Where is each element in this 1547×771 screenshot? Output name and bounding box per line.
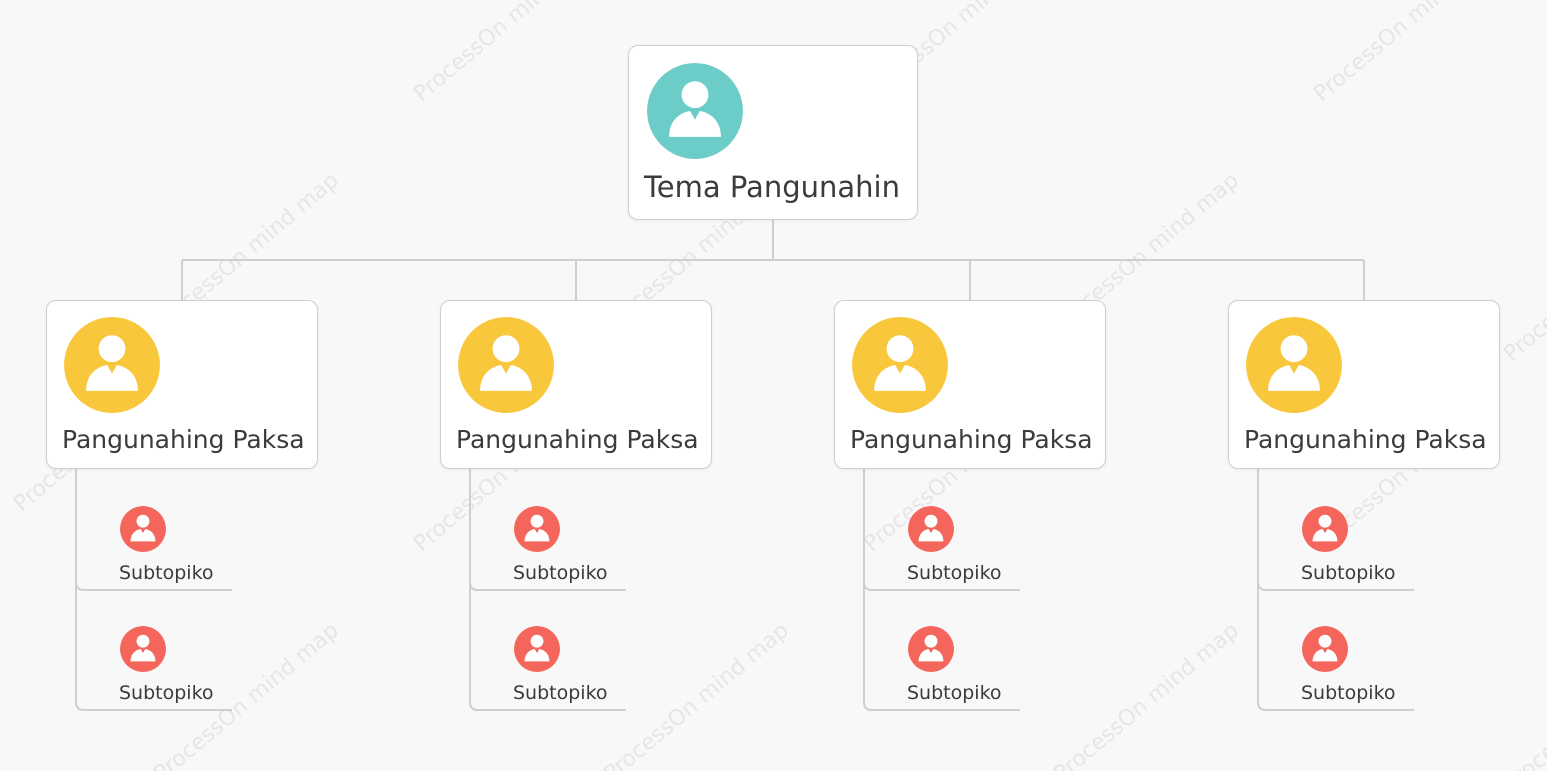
user-icon xyxy=(908,626,954,672)
user-icon xyxy=(120,506,166,552)
subtopic-label: Subtopiko xyxy=(907,562,1002,584)
subtopic-label: Subtopiko xyxy=(119,562,214,584)
user-icon xyxy=(647,63,743,159)
subtopic-2-1[interactable]: Subtopiko xyxy=(500,506,630,596)
subtopic-label: Subtopiko xyxy=(119,682,214,704)
main-topic-label: Pangunahing Paksa xyxy=(62,425,305,454)
main-topic-3[interactable]: Pangunahing Paksa xyxy=(834,300,1106,469)
user-icon xyxy=(1302,506,1348,552)
subtopic-underline-2-2 xyxy=(469,701,626,711)
root-topic-label: Tema Pangunahin xyxy=(644,170,900,204)
subtopic-label: Subtopiko xyxy=(1301,682,1396,704)
user-icon xyxy=(852,317,948,413)
subtopic-label: Subtopiko xyxy=(1301,562,1396,584)
subtopic-label: Subtopiko xyxy=(907,682,1002,704)
main-topic-label: Pangunahing Paksa xyxy=(1244,425,1487,454)
subtopic-underline-4-1 xyxy=(1257,581,1414,591)
root-topic[interactable]: Tema Pangunahin xyxy=(628,45,918,220)
main-topic-1[interactable]: Pangunahing Paksa xyxy=(46,300,318,469)
subtopic-underline-3-1 xyxy=(863,581,1020,591)
subtopic-underline-3-2 xyxy=(863,701,1020,711)
user-icon xyxy=(64,317,160,413)
user-icon xyxy=(514,626,560,672)
subtopic-underline-1-2 xyxy=(75,701,232,711)
subtopic-3-1[interactable]: Subtopiko xyxy=(894,506,1024,596)
subtopic-underline-4-2 xyxy=(1257,701,1414,711)
subtopic-label: Subtopiko xyxy=(513,562,608,584)
subtopic-2-2[interactable]: Subtopiko xyxy=(500,626,630,716)
subtopic-underline-1-1 xyxy=(75,581,232,591)
main-topic-2[interactable]: Pangunahing Paksa xyxy=(440,300,712,469)
user-icon xyxy=(908,506,954,552)
main-topic-label: Pangunahing Paksa xyxy=(456,425,699,454)
subtopic-1-1[interactable]: Subtopiko xyxy=(106,506,236,596)
subtopic-3-2[interactable]: Subtopiko xyxy=(894,626,1024,716)
user-icon xyxy=(120,626,166,672)
user-icon xyxy=(514,506,560,552)
main-topic-label: Pangunahing Paksa xyxy=(850,425,1093,454)
main-topic-4[interactable]: Pangunahing Paksa xyxy=(1228,300,1500,469)
subtopic-underline-2-1 xyxy=(469,581,626,591)
subtopic-1-2[interactable]: Subtopiko xyxy=(106,626,236,716)
subtopic-4-1[interactable]: Subtopiko xyxy=(1288,506,1418,596)
subtopic-label: Subtopiko xyxy=(513,682,608,704)
user-icon xyxy=(1302,626,1348,672)
user-icon xyxy=(1246,317,1342,413)
subtopic-4-2[interactable]: Subtopiko xyxy=(1288,626,1418,716)
user-icon xyxy=(458,317,554,413)
